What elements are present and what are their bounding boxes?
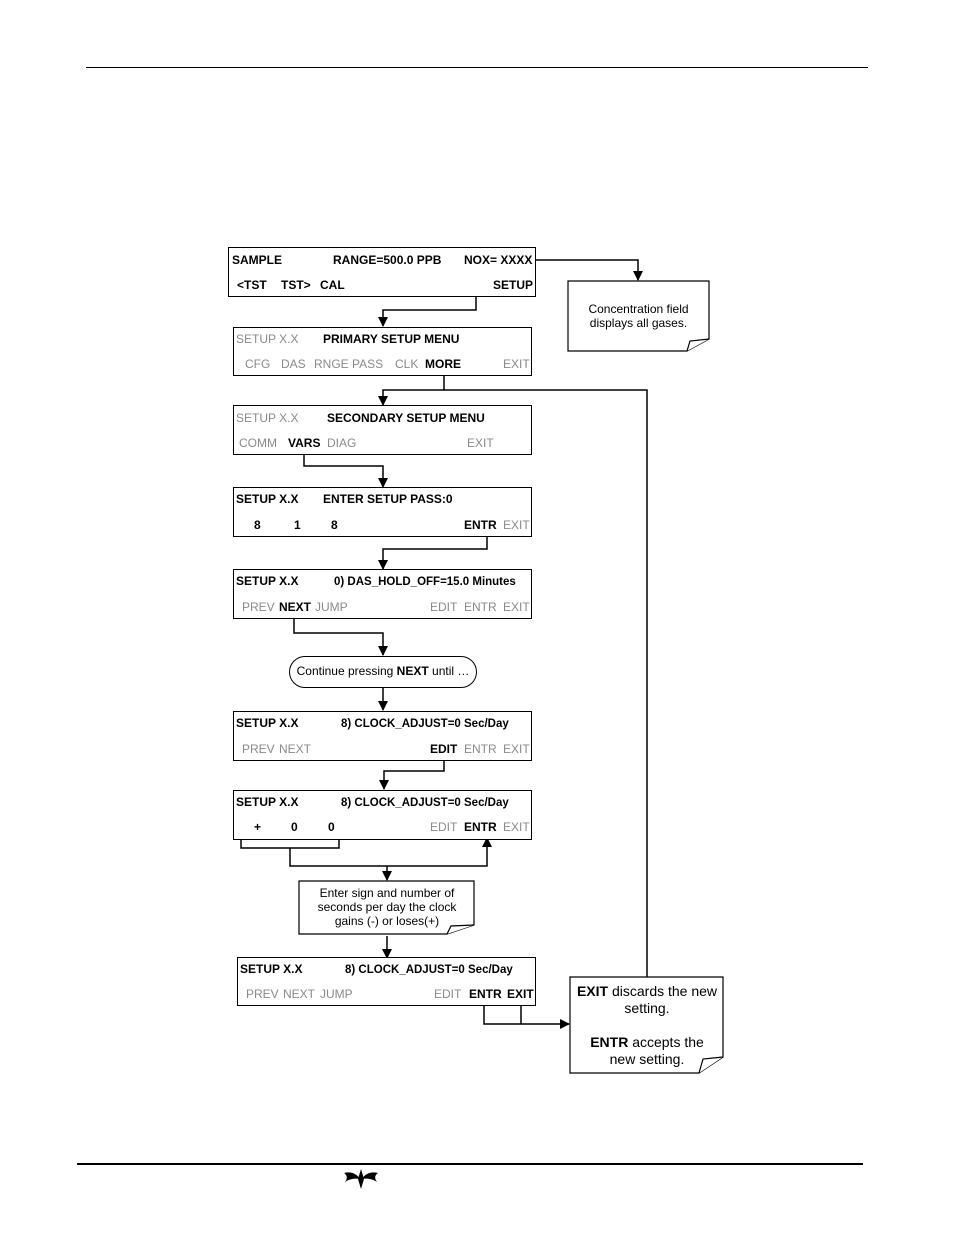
setup-key[interactable]: SETUP [493, 278, 534, 292]
secondary-setup-screen [233, 405, 532, 455]
entr-key[interactable]: ENTR [464, 518, 497, 532]
primary-setup-screen [233, 327, 532, 376]
clock-adjust-value: 8) CLOCK_ADJUST=0 Sec/Day [341, 718, 509, 730]
teledyne-logo-icon [344, 1169, 378, 1189]
das-hold-off-value: 0) DAS_HOLD_OFF=15.0 Minutes [334, 576, 516, 588]
exit-text: discards the new [608, 983, 718, 999]
concentration-note-box [567, 280, 710, 352]
comm-key[interactable]: COMM [239, 436, 277, 450]
setup-version-label: SETUP X.X [236, 795, 299, 809]
pass-key[interactable]: PASS [352, 357, 384, 371]
primary-setup-title: PRIMARY SETUP MENU [323, 332, 460, 346]
note-line: Concentration field [588, 302, 689, 316]
entr-text: accepts the [628, 1034, 704, 1050]
more-key[interactable]: MORE [425, 357, 461, 371]
setup-version-label: SETUP X.X [236, 574, 299, 588]
edit-key[interactable]: EDIT [430, 600, 458, 614]
jump-key[interactable]: JUMP [315, 600, 348, 614]
edit-key[interactable]: EDIT [434, 987, 462, 1001]
edit-key[interactable]: EDIT [430, 820, 458, 834]
next-key[interactable]: NEXT [279, 742, 312, 756]
enter-sign-note: Enter sign and number of seconds per day… [303, 886, 471, 928]
setup-version-label: SETUP X.X [236, 492, 299, 506]
cal-key[interactable]: CAL [320, 278, 345, 292]
das-key[interactable]: DAS [281, 357, 306, 371]
note-line: Enter sign and number of [319, 886, 455, 900]
concentration-note: Concentration field displays all gases. [570, 302, 707, 330]
exit-key[interactable]: EXIT [503, 518, 530, 532]
prev-key[interactable]: PREV [242, 742, 275, 756]
sample-display-screen [228, 247, 536, 297]
tens-digit-key[interactable]: 0 [291, 820, 298, 834]
enter-pass-title: ENTER SETUP PASS:0 [323, 492, 453, 506]
entr-key-label: ENTR [590, 1034, 629, 1050]
das-hold-off-screen [233, 569, 532, 619]
rnge-key[interactable]: RNGE [314, 357, 349, 371]
header-rule [86, 67, 868, 68]
exit-key-label: EXIT [576, 983, 609, 999]
secondary-setup-title: SECONDARY SETUP MENU [327, 411, 485, 425]
note-line: EXIT discards the new [571, 983, 723, 1000]
exit-entr-note: EXIT discards the new setting. ENTR acce… [571, 983, 723, 1068]
clock-adjust-edit-screen [233, 790, 532, 840]
note-line: setting. [624, 1000, 670, 1016]
entr-key[interactable]: ENTR [469, 987, 502, 1001]
note-line: new setting. [609, 1051, 685, 1067]
diag-key[interactable]: DIAG [327, 436, 357, 450]
range-readout: RANGE=500.0 PPB [333, 253, 442, 267]
continue-next-key: NEXT [396, 664, 429, 678]
edit-key[interactable]: EDIT [430, 742, 458, 756]
prev-key[interactable]: PREV [246, 987, 279, 1001]
digit-key-1[interactable]: 8 [254, 518, 261, 532]
clk-key[interactable]: CLK [395, 357, 419, 371]
continue-text-pre: Continue pressing [296, 664, 397, 678]
exit-key[interactable]: EXIT [503, 820, 530, 834]
exit-entr-note-box [569, 976, 724, 1074]
tst-next-key[interactable]: TST> [281, 278, 311, 292]
mode-label: SAMPLE [232, 253, 283, 267]
note-line: gains (-) or loses(+) [334, 914, 440, 928]
setup-version-label: SETUP X.X [236, 411, 299, 425]
setup-version-label: SETUP X.X [236, 716, 299, 730]
next-key[interactable]: NEXT [279, 600, 312, 614]
units-digit-key[interactable]: 0 [328, 820, 335, 834]
prev-key[interactable]: PREV [242, 600, 275, 614]
cfg-key[interactable]: CFG [245, 357, 271, 371]
entr-key[interactable]: ENTR [464, 742, 497, 756]
entr-key[interactable]: ENTR [464, 820, 497, 834]
sign-key[interactable]: + [254, 820, 262, 834]
next-key[interactable]: NEXT [283, 987, 316, 1001]
digit-key-3[interactable]: 8 [331, 518, 338, 532]
continue-text-post: until … [428, 664, 470, 678]
note-line: seconds per day the clock [317, 900, 457, 914]
exit-key[interactable]: EXIT [467, 436, 494, 450]
continue-pressing-note: Continue pressing NEXT until … [289, 656, 477, 688]
exit-key[interactable]: EXIT [503, 600, 530, 614]
vars-key[interactable]: VARS [288, 436, 321, 450]
enter-sign-note-box [298, 880, 475, 935]
tst-prev-key[interactable]: <TST [237, 278, 267, 292]
password-screen [233, 487, 532, 537]
digit-key-2[interactable]: 1 [294, 518, 301, 532]
entr-key[interactable]: ENTR [464, 600, 497, 614]
note-line: displays all gases. [589, 316, 688, 330]
exit-key[interactable]: EXIT [503, 742, 530, 756]
nox-readout: NOX= XXXX [464, 253, 533, 267]
clock-adjust-screen [233, 711, 532, 761]
exit-key[interactable]: EXIT [507, 987, 534, 1001]
clock-adjust-value: 8) CLOCK_ADJUST=0 Sec/Day [345, 964, 513, 976]
jump-key[interactable]: JUMP [320, 987, 353, 1001]
clock-adjust-value: 8) CLOCK_ADJUST=0 Sec/Day [341, 797, 509, 809]
setup-version-label: SETUP X.X [240, 962, 303, 976]
exit-key[interactable]: EXIT [503, 357, 530, 371]
footer-rule [77, 1163, 863, 1165]
setup-version-label: SETUP X.X [236, 332, 299, 346]
note-line: ENTR accepts the [571, 1034, 723, 1051]
clock-adjust-final-screen [237, 957, 536, 1006]
